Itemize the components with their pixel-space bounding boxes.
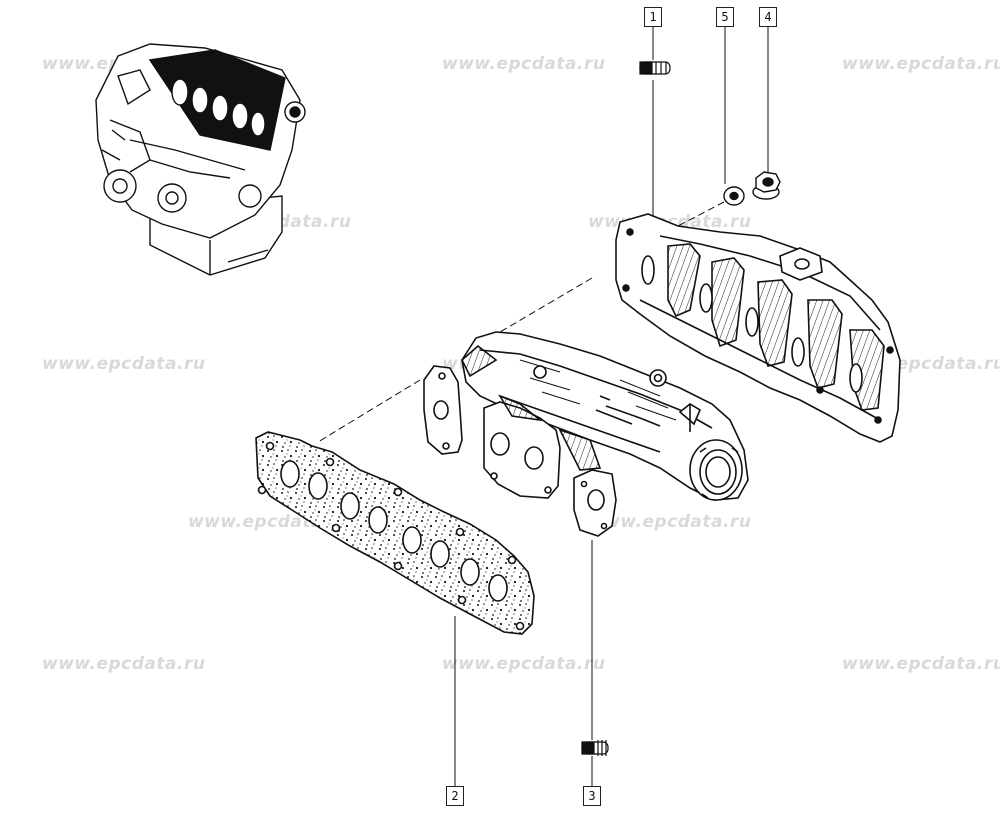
callout-1: 1	[644, 7, 662, 27]
stud-part-3	[581, 740, 609, 756]
watermark: www.epcdata.ru	[442, 654, 606, 674]
callout-3: 3	[583, 786, 601, 806]
heat-shield	[615, 213, 901, 443]
watermark: www.epcdata.ru	[42, 654, 206, 674]
watermark: www.epcdata.ru	[842, 54, 1000, 74]
stud-part-1	[639, 61, 671, 75]
callout-5: 5	[716, 7, 734, 27]
watermark: www.epcdata.ru	[842, 654, 1000, 674]
exhaust-manifold	[423, 331, 749, 537]
washer-part-5	[723, 186, 745, 206]
engine-thumbnail	[95, 43, 306, 276]
gasket-part-2	[255, 431, 535, 635]
watermark: www.epcdata.ru	[588, 512, 752, 532]
flange-nut-part-4	[752, 171, 781, 200]
watermark: www.epcdata.ru	[42, 354, 206, 374]
callout-2: 2	[446, 786, 464, 806]
leader-lines	[317, 26, 769, 786]
watermark: www.epcdata.ru	[442, 54, 606, 74]
callout-4: 4	[759, 7, 777, 27]
